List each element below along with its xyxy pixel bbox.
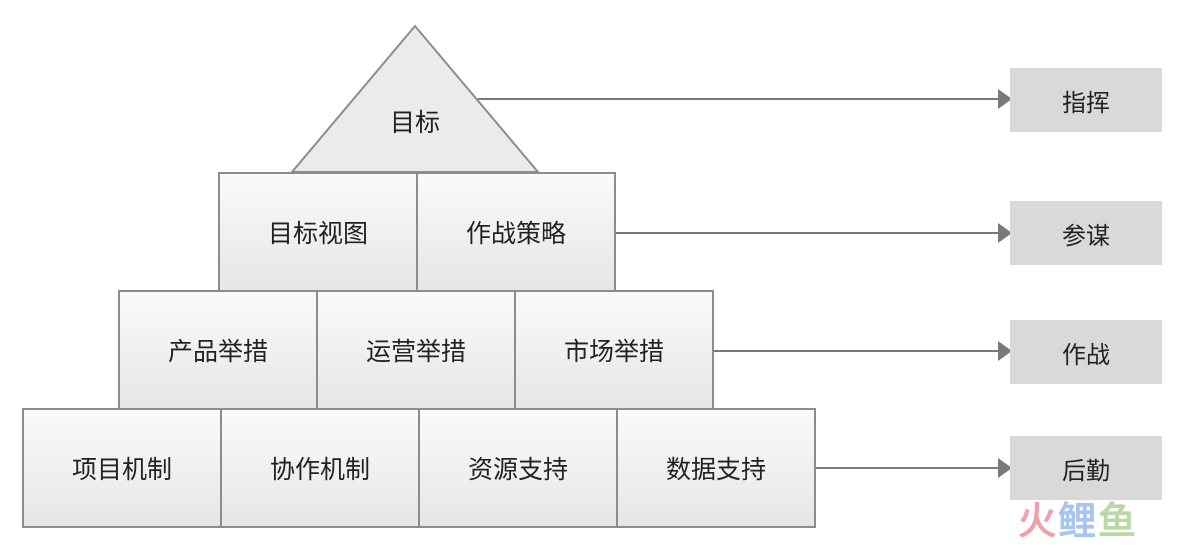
block-market-measures: 市场举措 — [514, 290, 714, 410]
arrow-to-combat — [713, 341, 1012, 361]
watermark-char-2: 鲤 — [1058, 498, 1099, 543]
role-combat: 作战 — [1010, 320, 1162, 384]
block-product-measures: 产品举措 — [118, 290, 318, 410]
block-data-support: 数据支持 — [616, 408, 816, 528]
watermark-logo: 火 鲤 鱼 — [1018, 494, 1178, 543]
apex-label: 目标 — [389, 108, 440, 137]
role-staff: 参谋 — [1010, 201, 1162, 265]
role-command: 指挥 — [1010, 68, 1162, 132]
arrow-to-logistics — [815, 458, 1012, 478]
watermark-char-1: 火 — [1018, 498, 1059, 543]
watermark-char-3: 鱼 — [1098, 498, 1139, 543]
role-logistics: 后勤 — [1010, 436, 1162, 500]
block-resource-support: 资源支持 — [418, 408, 618, 528]
block-operation-measures: 运营举措 — [316, 290, 516, 410]
block-project-mechanism: 项目机制 — [22, 408, 222, 528]
block-collaboration-mechanism: 协作机制 — [220, 408, 420, 528]
arrow-to-staff — [615, 223, 1012, 243]
block-combat-strategy: 作战策略 — [416, 172, 616, 292]
block-target-view: 目标视图 — [218, 172, 418, 292]
arrow-to-command — [478, 89, 1012, 109]
